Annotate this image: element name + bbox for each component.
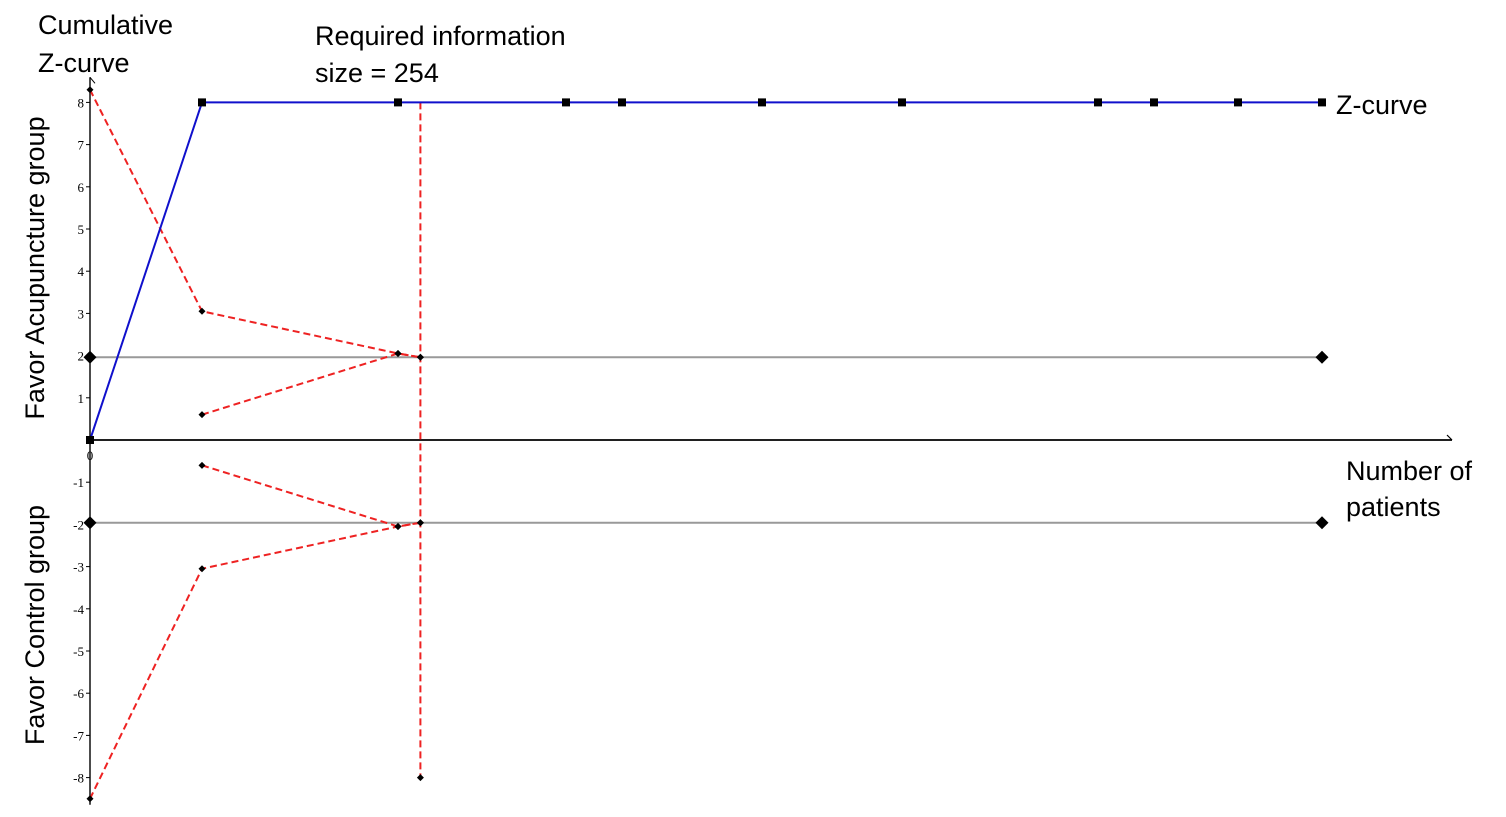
z-curve-label: Z-curve (1336, 90, 1428, 120)
conventional-boundary-lower-point (1315, 516, 1329, 530)
z-curve-point (562, 98, 570, 107)
y-tick-label: -7 (73, 728, 84, 743)
required-information-bottom-point (416, 774, 424, 782)
axes-layer: 8 7 6 5 4 3 2 1 -1 -2 -3 -4 -5 -6 -7 -8 0 (73, 76, 1453, 805)
required-information-line-1: Required information (315, 21, 566, 51)
monitoring-boundary-4-point (198, 565, 206, 573)
monitoring-boundary-2-point (394, 349, 402, 357)
conventional-boundary-lower-point (83, 516, 97, 530)
monitoring-boundary-1-line (89, 89, 421, 359)
z-curve-point (758, 98, 766, 107)
y-tick-label: -5 (73, 644, 84, 659)
y-tick-label: 2 (78, 349, 85, 364)
z-curve-point (1094, 98, 1102, 107)
y-axis-top-label-line-2: Z-curve (38, 48, 130, 78)
required-information-line-2: size = 254 (315, 58, 439, 88)
marker-layer (83, 86, 1329, 803)
favor-control-label: Favor Control group (20, 505, 50, 745)
x-tick-label-origin: 0 (87, 448, 94, 463)
y-tick-label: 6 (78, 180, 85, 195)
y-tick-label: -2 (73, 517, 84, 532)
y-tick-label: -3 (73, 560, 84, 575)
z-curve-point (898, 98, 906, 107)
y-tick-label: 7 (78, 138, 85, 153)
y-tick-label: -1 (73, 475, 84, 490)
y-tick-label: -4 (73, 602, 84, 617)
z-curve-point (394, 98, 402, 107)
y-tick-label: 1 (78, 391, 85, 406)
monitoring-boundary-2-point (416, 353, 424, 361)
x-axis-label: Number of patients (1346, 456, 1480, 522)
y-tick-label: 5 (78, 222, 85, 237)
monitoring-boundary-2-point (198, 411, 206, 419)
x-axis-label-line-1: Number of (1346, 456, 1473, 486)
x-axis-label-line-2: patients (1346, 492, 1441, 522)
monitoring-boundary-1-point (86, 86, 94, 94)
favor-acupuncture-label: Favor Acupuncture group (20, 116, 50, 419)
monitoring-boundary-3-line (201, 464, 421, 528)
z-curve-point (1150, 98, 1158, 107)
z-curve-point (1318, 98, 1326, 107)
y-tick-label: -8 (73, 771, 84, 786)
y-axis-arrow (89, 76, 96, 84)
z-curve-point (1234, 98, 1242, 107)
conventional-boundary-upper-point (83, 350, 97, 364)
z-curve-line (89, 101, 1322, 441)
y-tick-label: 8 (78, 95, 85, 110)
conventional-boundary-upper-point (1315, 350, 1329, 364)
y-tick-label: 4 (78, 264, 85, 279)
y-axis-top-label-line-1: Cumulative (38, 10, 173, 40)
series-layer (89, 89, 1322, 800)
x-axis-arrow (1446, 434, 1453, 441)
monitoring-boundary-4-line (89, 521, 421, 800)
monitoring-boundary-3-point (198, 461, 206, 469)
monitoring-boundary-1-point (198, 307, 206, 315)
monitoring-boundary-2-line (201, 352, 421, 416)
required-information-label: Required information size = 254 (315, 21, 573, 88)
z-curve-point (618, 98, 626, 107)
z-curve-point (86, 436, 94, 444)
monitoring-boundary-4-point (86, 795, 94, 803)
monitoring-boundary-4-point (416, 519, 424, 527)
y-axis-top-label: Cumulative Z-curve (38, 10, 181, 78)
labels-layer: Cumulative Z-curve Required information … (20, 10, 1480, 745)
y-tick-label: -6 (73, 686, 84, 701)
z-curve-point (198, 98, 206, 107)
y-tick-label: 3 (78, 306, 85, 321)
monitoring-boundary-4-point (394, 523, 402, 531)
